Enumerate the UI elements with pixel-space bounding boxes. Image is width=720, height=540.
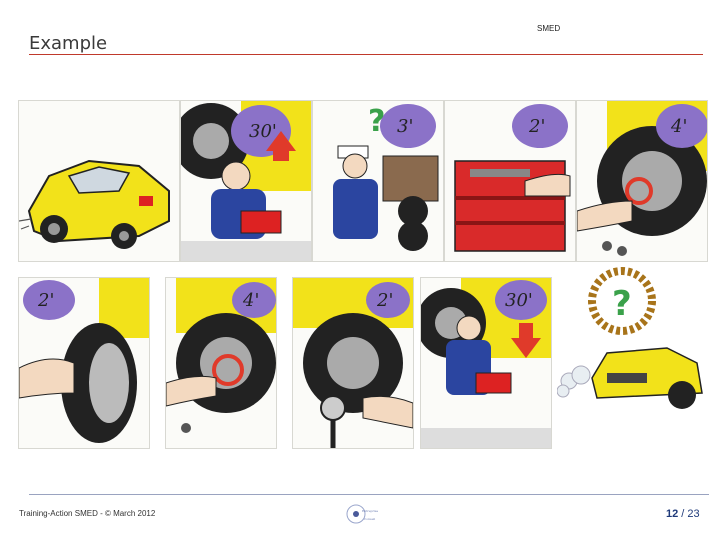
company-logo: Entreprise Conseil <box>346 504 378 524</box>
time-label-tightening-bolts: 4' <box>242 290 259 311</box>
page-separator: / <box>678 508 688 520</box>
page-total: 23 <box>687 508 700 520</box>
slide-title: Example <box>29 33 108 54</box>
header-tag: SMED <box>537 24 561 33</box>
time-label-pumping-tire: 2' <box>376 290 393 311</box>
time-label-tool-chest: 2' <box>528 116 545 137</box>
time-label-lowering-jack: 30' <box>505 290 533 311</box>
comic-panel-lowering-jack: 30' <box>420 277 552 449</box>
svg-text:?: ? <box>368 104 385 139</box>
comic-panel-changing-tire: 2' <box>18 277 150 449</box>
time-label-changing-tire: 2' <box>37 290 54 311</box>
time-label-unbolting-wheel: 4' <box>670 116 687 137</box>
comic-panel-tightening-bolts: 4' <box>165 277 277 449</box>
logo-text-line-2: Conseil <box>364 517 375 521</box>
comic-panel-car-leaving: ? <box>556 262 708 424</box>
svg-text:?: ? <box>612 284 632 324</box>
comic-panel-jack-up: 30' <box>180 100 312 262</box>
time-label-jack-up: 30' <box>249 121 277 142</box>
title-divider <box>29 54 703 55</box>
page-number: 12 / 23 <box>666 508 700 520</box>
comic-panel-unbolting-wheel: 4' <box>576 100 708 262</box>
comic-panel-car-arriving <box>18 100 180 262</box>
footer-divider <box>29 494 709 495</box>
comic-panel-tool-chest: 2' <box>444 100 576 262</box>
time-label-searching-tools: 3' <box>397 116 413 137</box>
comic-panel-pumping-tire: 2' <box>292 277 414 449</box>
logo-text-line-1: Entreprise <box>362 509 378 513</box>
comic-panel-searching-tools: 3' ? <box>312 100 444 262</box>
page-current: 12 <box>666 508 679 520</box>
footer-training-line: Training-Action SMED - © March 2012 <box>19 509 156 518</box>
